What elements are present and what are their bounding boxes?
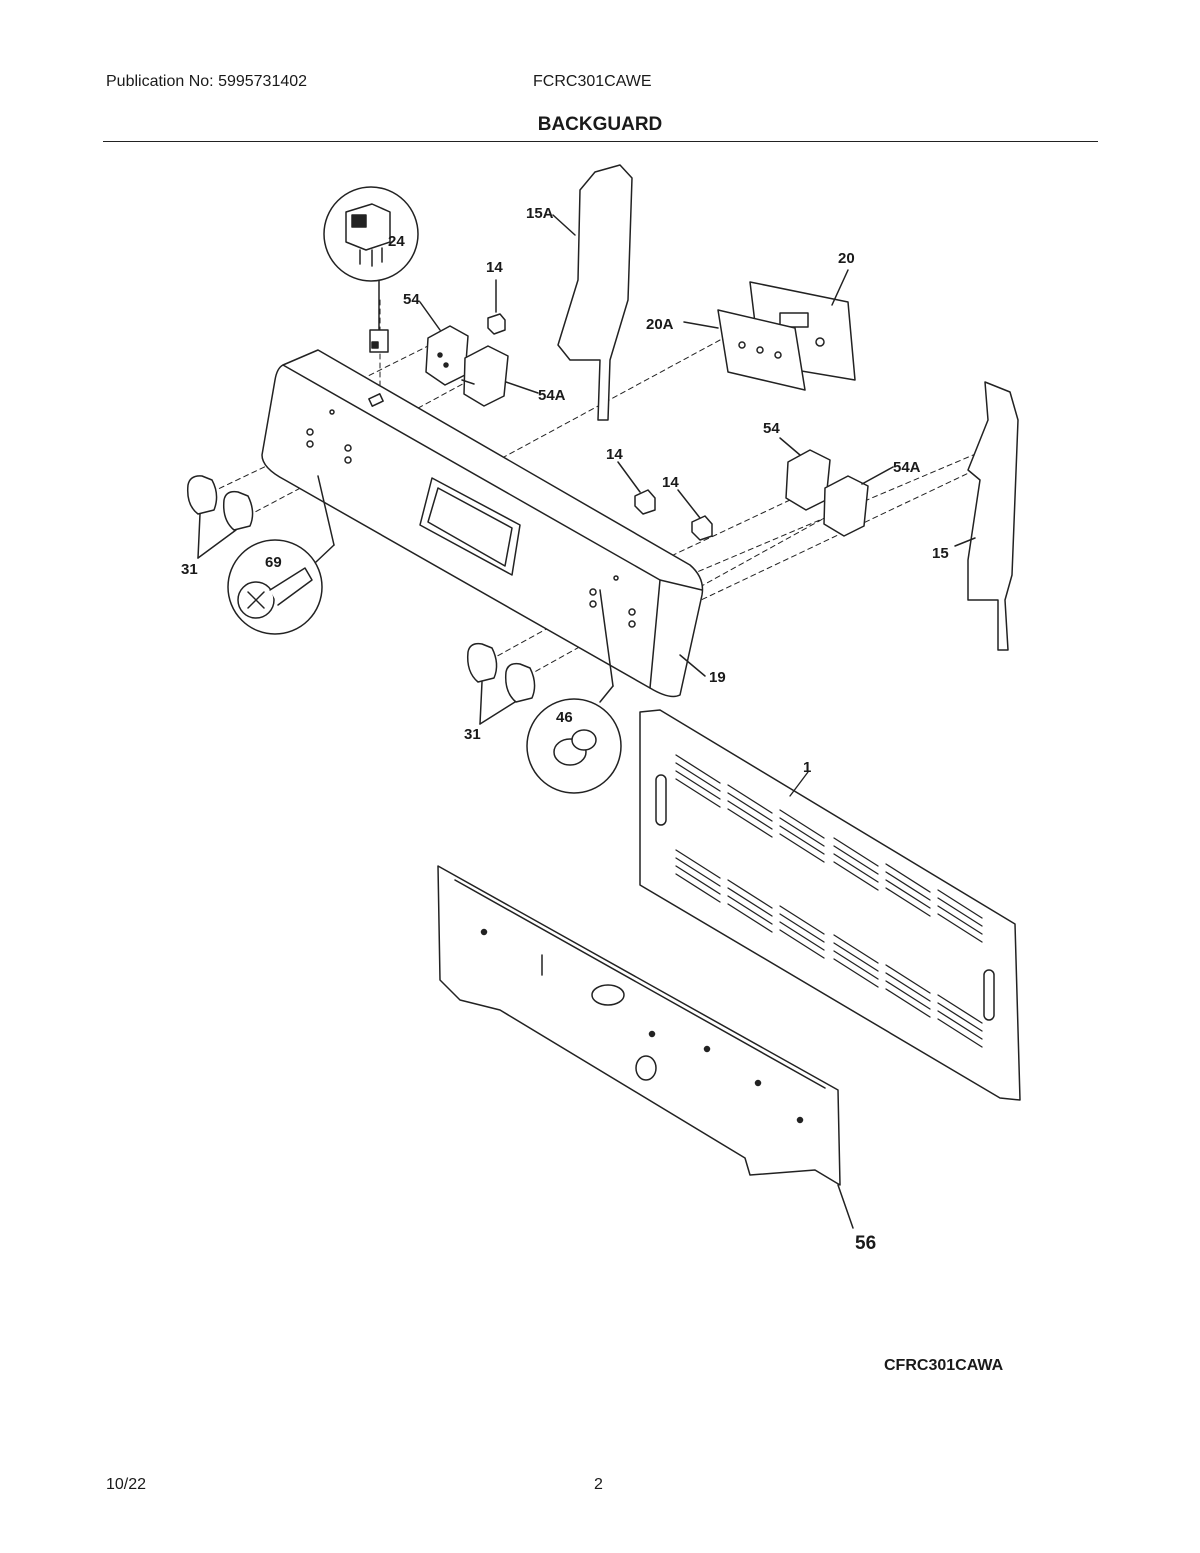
callout-15A: 15A xyxy=(526,205,554,222)
callout-14-mid-b: 14 xyxy=(662,474,679,491)
diagram-code: CFRC301CAWA xyxy=(884,1357,1004,1374)
callout-1: 1 xyxy=(803,759,811,776)
callout-24: 24 xyxy=(388,233,405,250)
callout-54-right: 54 xyxy=(763,420,780,437)
revision-date: 10/22 xyxy=(106,1476,147,1493)
callout-54-top: 54 xyxy=(403,291,420,308)
model-number: FCRC301CAWE xyxy=(533,73,652,90)
callout-19: 19 xyxy=(709,669,726,686)
callout-69: 69 xyxy=(265,554,282,571)
backguard-panel xyxy=(261,349,704,698)
callout-31-bottom: 31 xyxy=(464,726,481,743)
rocker-switch-inset xyxy=(323,186,419,353)
side-bracket-15A xyxy=(552,164,633,421)
callout-31-left: 31 xyxy=(181,561,198,578)
callout-20: 20 xyxy=(838,250,855,267)
infinite-switch-54-right xyxy=(779,437,831,511)
callout-20A: 20A xyxy=(646,316,674,333)
callout-labels: 15A 24 14 54 20 20A 54A 54 14 14 54A 15 … xyxy=(181,205,949,1254)
leader-19 xyxy=(679,654,706,677)
switch-14-mid-a xyxy=(617,461,656,515)
callout-54A-top: 54A xyxy=(538,387,566,404)
lower-manifold-panel-56 xyxy=(437,865,854,1229)
callout-56: 56 xyxy=(855,1233,876,1254)
side-bracket-15 xyxy=(954,381,1019,651)
overlay-20A xyxy=(683,309,806,391)
publication-number: Publication No: 5995731402 xyxy=(106,73,308,90)
rear-panel-vents xyxy=(675,754,983,1048)
screw-inset-69 xyxy=(227,475,335,635)
callout-54A-right: 54A xyxy=(893,459,921,476)
rear-panel-1 xyxy=(639,709,1021,1101)
knob-31-left xyxy=(186,475,254,559)
callout-46: 46 xyxy=(556,709,573,726)
callout-15: 15 xyxy=(932,545,949,562)
callout-14-top: 14 xyxy=(486,259,503,276)
switch-14-mid-b xyxy=(677,489,713,541)
infinite-switch-54A-right xyxy=(823,466,894,537)
infinite-switch-54A-top xyxy=(461,345,539,407)
page-number: 2 xyxy=(594,1476,603,1493)
page-title: BACKGUARD xyxy=(537,114,663,135)
button-inset-46 xyxy=(526,589,622,794)
header-divider xyxy=(103,141,1098,142)
knob-31-bottom xyxy=(466,642,536,725)
callout-14-mid-a: 14 xyxy=(606,446,623,463)
switch-14-top xyxy=(487,279,506,335)
infinite-switch-54-top xyxy=(419,301,469,386)
